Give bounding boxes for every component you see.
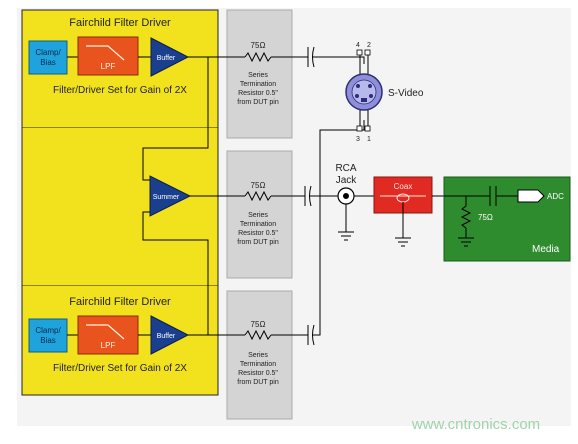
rca-label-1: RCA	[335, 163, 356, 174]
termination-panel-middle	[226, 150, 293, 279]
termination-bottom-line4: from DUT pin	[237, 379, 279, 386]
svideo-pin-1: 1	[367, 136, 371, 143]
coax-label: Coax	[394, 182, 413, 191]
media-resistor-label: 75Ω	[478, 213, 493, 222]
lpf-block-bottom: LPF	[77, 315, 139, 355]
termination-top-line4: from DUT pin	[237, 99, 279, 106]
resistor-bottom-label: 75Ω	[251, 320, 266, 329]
driver-bottom-title: Fairchild Filter Driver	[69, 296, 171, 308]
rca-label-2: Jack	[336, 175, 358, 186]
summer-input-top-wire	[142, 57, 209, 181]
svideo-connector: 4 2 3 1 S-Video	[345, 42, 424, 143]
driver-top-title: Fairchild Filter Driver	[69, 17, 171, 29]
termination-middle-line3: Resistor 0.5"	[238, 230, 278, 237]
svideo-pin-2: 2	[367, 42, 371, 49]
termination-top-line2: Termination	[240, 81, 276, 88]
summer-input-bottom-wire	[142, 211, 209, 335]
driver-bottom-gain-caption: Filter/Driver Set for Gain of 2X	[53, 363, 187, 374]
svideo-label: S-Video	[388, 88, 424, 99]
adc-probe	[517, 189, 545, 203]
buffer-amp-bottom: Buffer	[150, 315, 190, 355]
resistor-top	[244, 51, 272, 63]
svideo-pin-3: 3	[356, 136, 360, 143]
watermark: www.cntronics.com	[411, 416, 540, 433]
clamp-label-top-1: Clamp/	[35, 48, 61, 57]
resistor-middle	[244, 190, 272, 202]
filter-driver-bottom: Fairchild Filter Driver Clamp/ Bias LPF …	[21, 284, 219, 396]
termination-bottom-line3: Resistor 0.5"	[238, 370, 278, 377]
lowpass-curve-icon	[86, 45, 125, 61]
filter-driver-top: Fairchild Filter Driver Clamp/ Bias LPF …	[21, 9, 219, 129]
media-termination-resistor	[460, 205, 472, 229]
driver-top-gain-caption: Filter/Driver Set for Gain of 2X	[53, 85, 187, 96]
resistor-top-label: 75Ω	[251, 41, 266, 50]
termination-top-line3: Resistor 0.5"	[238, 90, 278, 97]
buffer-amp-top: Buffer	[150, 37, 190, 77]
resistor-middle-label: 75Ω	[251, 181, 266, 190]
capacitor-bottom	[307, 324, 315, 346]
capacitor-middle	[304, 185, 312, 207]
buffer-label-top: Buffer	[157, 55, 176, 62]
driver-middle-panel	[22, 128, 218, 285]
clamp-bias-block-bottom: Clamp/ Bias	[28, 318, 68, 353]
buffer-label-bottom: Buffer	[157, 333, 176, 340]
termination-bottom-line1: Series	[248, 352, 268, 359]
coax-block: Coax	[373, 176, 433, 247]
svideo-pin-4: 4	[356, 42, 360, 49]
summer-label: Summer	[153, 194, 180, 201]
termination-panel-bottom	[226, 290, 293, 420]
clamp-label-top-2: Bias	[40, 58, 56, 67]
termination-panel-top	[226, 9, 293, 139]
lowpass-curve-icon	[86, 324, 125, 340]
clamp-label-bottom-2: Bias	[40, 336, 56, 345]
termination-top-line1: Series	[248, 72, 268, 79]
media-label: Media	[532, 244, 560, 255]
clamp-label-bottom-1: Clamp/	[35, 326, 61, 335]
capacitor-top	[307, 46, 315, 68]
clamp-bias-block-top: Clamp/ Bias	[28, 40, 68, 75]
lpf-block-top: LPF	[77, 36, 139, 76]
summer-amp: Summer	[149, 175, 192, 217]
adc-label: ADC	[547, 192, 564, 201]
termination-middle-line1: Series	[248, 212, 268, 219]
lpf-label-top: LPF	[101, 62, 116, 71]
termination-bottom-line2: Termination	[240, 361, 276, 368]
media-block: ADC 75Ω Media	[443, 176, 571, 262]
lpf-label-bottom: LPF	[101, 341, 116, 350]
termination-middle-line2: Termination	[240, 221, 276, 228]
resistor-bottom	[244, 329, 272, 341]
termination-middle-line4: from DUT pin	[237, 239, 279, 246]
